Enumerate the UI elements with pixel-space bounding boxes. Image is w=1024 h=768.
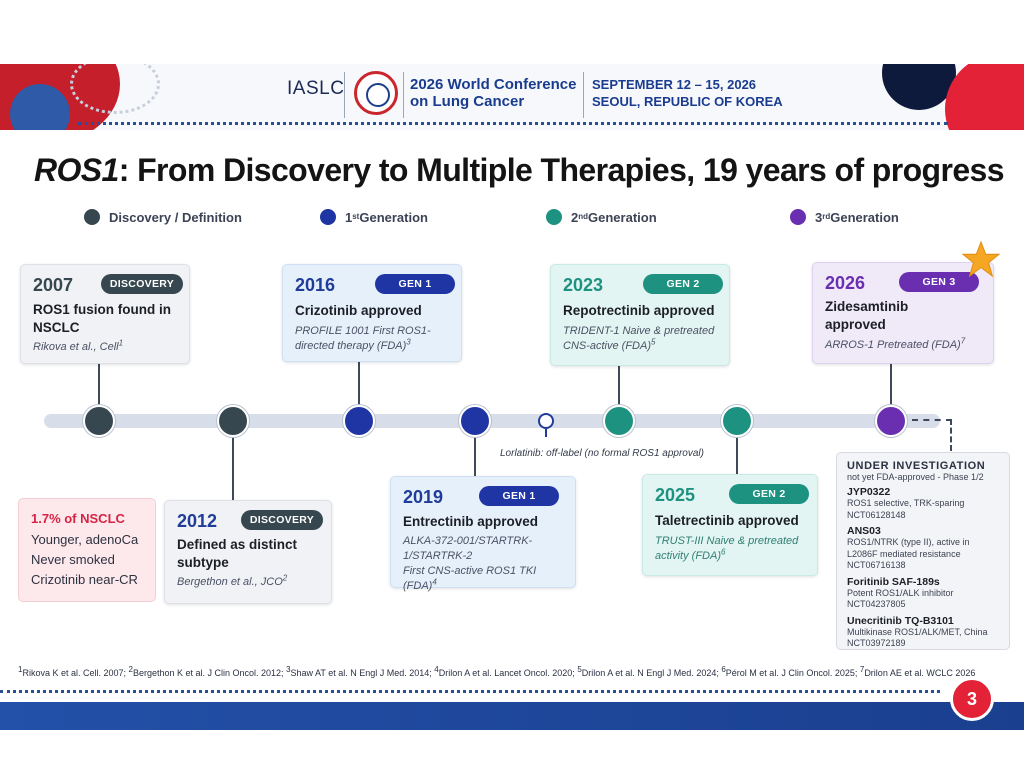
timeline-node-lorlatinib	[538, 413, 554, 429]
timeline-node-2026	[875, 405, 907, 437]
milestone-badge: GEN 2	[643, 274, 723, 294]
conference-seal-icon	[354, 71, 398, 115]
timeline-track	[44, 414, 940, 428]
page-number-badge: 3	[950, 677, 994, 721]
milestone-card-2007: 2007 DISCOVERY ROS1 fusion found in NSCL…	[20, 264, 190, 364]
milestone-card-2023: 2023 GEN 2 Repotrectinib approved TRIDEN…	[550, 264, 730, 366]
legend-dot-icon	[790, 209, 806, 225]
connector-2026	[890, 364, 892, 416]
decor-blue-shape	[10, 84, 70, 130]
stat-line: Never smoked	[31, 552, 115, 567]
conference-date: SEPTEMBER 12 – 15, 2026 SEOUL, REPUBLIC …	[592, 77, 783, 109]
timeline-node-2016	[343, 405, 375, 437]
conference-header: IASLC 2026 World Conference on Lung Canc…	[0, 64, 1024, 130]
header-separator	[344, 72, 345, 118]
timeline-node-2023	[603, 405, 635, 437]
milestone-year: 2026	[825, 273, 866, 293]
milestone-year: 2007	[33, 275, 74, 295]
milestone-card-2016: 2016 GEN 1 Crizotinib approved PROFILE 1…	[282, 264, 462, 362]
connector-2012	[232, 428, 234, 500]
timeline-node-2007	[83, 405, 115, 437]
drug-name: ANS03	[847, 525, 881, 537]
iaslc-logo: IASLC	[287, 78, 345, 99]
milestone-headline: Entrectinib approved	[403, 514, 539, 529]
milestone-badge: GEN 1	[375, 274, 455, 294]
milestone-detail: ALKA-372-001/STARTRK-1/STARTRK-2 First C…	[403, 535, 537, 592]
drug-description: ROS1 selective, TRK-sparing NCT06128148	[847, 498, 965, 520]
connector-2019	[474, 428, 476, 476]
milestone-detail: ARROS-1 Pretreated (FDA)7	[825, 336, 966, 351]
conference-name: 2026 World Conference on Lung Cancer	[410, 76, 577, 110]
ros1-stat-card: 1.7% of NSCLC Younger, adenoCa Never smo…	[18, 498, 156, 602]
connector-2025	[736, 428, 738, 474]
timeline-node-2025	[721, 405, 753, 437]
milestone-badge: GEN 1	[479, 486, 559, 506]
decor-red-circle	[945, 64, 1024, 130]
milestone-card-2025: 2025 GEN 2 Taletrectinib approved TRUST-…	[642, 474, 818, 576]
investigation-dashed-link	[912, 419, 952, 421]
milestone-card-2012: 2012 DISCOVERY Defined as distinct subty…	[164, 500, 332, 604]
milestone-detail: TRUST-III Naive & pretreated activity (F…	[655, 535, 799, 562]
legend-dot-icon	[320, 209, 336, 225]
milestone-headline: Taletrectinib approved	[655, 513, 799, 528]
drug-name: Foritinib SAF-189s	[847, 575, 940, 588]
milestone-detail: TRIDENT-1 Naive & pretreated CNS-active …	[563, 325, 715, 352]
legend-discovery: Discovery / Definition	[84, 208, 242, 226]
references-footnote: 1Rikova K et al. Cell. 2007; 2Bergethon …	[18, 665, 976, 679]
drug-description: Potent ROS1/ALK inhibitor NCT04237805	[847, 587, 954, 610]
legend-dot-icon	[84, 209, 100, 225]
drug-name: JYP0322	[847, 486, 891, 498]
milestone-headline: ROS1 fusion found in NSCLC	[33, 302, 171, 335]
footer-band	[0, 702, 1024, 730]
investigation-dashed-link	[950, 419, 952, 451]
header-separator	[583, 72, 584, 118]
milestone-headline: Crizotinib approved	[295, 303, 422, 318]
milestone-headline: Defined as distinct subtype	[177, 537, 298, 570]
milestone-card-2026: 2026 GEN 3 Zidesamtinib approved ARROS-1…	[812, 262, 994, 364]
under-investigation-panel: UNDER INVESTIGATION not yet FDA-approved…	[836, 452, 1010, 650]
milestone-year: 2012	[177, 511, 218, 531]
header-dotted-divider	[78, 122, 948, 125]
stat-title: 1.7% of NSCLC	[31, 511, 125, 526]
lorlatinib-tick	[545, 429, 547, 437]
connector-2016	[358, 362, 360, 416]
milestone-detail: PROFILE 1001 First ROS1-directed therapy…	[295, 325, 431, 352]
slide-title: ROS1: From Discovery to Multiple Therapi…	[34, 152, 1005, 188]
drug-description: ROS1/NTRK (type II), active in L2086F me…	[847, 537, 970, 570]
stat-line: Crizotinib near-CR	[31, 572, 138, 587]
timeline-node-2012	[217, 405, 249, 437]
milestone-year: 2016	[295, 275, 336, 295]
drug-description: Multikinase ROS1/ALK/MET, China NCT03972…	[847, 626, 988, 649]
milestone-badge: DISCOVERY	[241, 510, 323, 530]
milestone-detail: Rikova et al., Cell1	[33, 338, 124, 353]
milestone-year: 2025	[655, 485, 696, 505]
star-icon	[962, 240, 1000, 278]
lorlatinib-note: Lorlatinib: off-label (no formal ROS1 ap…	[500, 448, 704, 459]
milestone-headline: Zidesamtinib approved	[825, 299, 909, 332]
milestone-year: 2023	[563, 275, 604, 295]
header-separator	[403, 72, 404, 118]
connector-2023	[618, 366, 620, 416]
footer-dotted-divider	[0, 690, 940, 693]
milestone-badge: DISCOVERY	[101, 274, 183, 294]
drug-name: Unecritinib TQ-B3101	[847, 614, 954, 627]
milestone-detail: Bergethon et al., JCO2	[177, 573, 288, 588]
investigation-title: UNDER INVESTIGATION	[847, 460, 986, 472]
legend-dot-icon	[546, 209, 562, 225]
decor-dotted-ring	[70, 64, 160, 114]
milestone-year: 2019	[403, 487, 444, 507]
milestone-card-2019: 2019 GEN 1 Entrectinib approved ALKA-372…	[390, 476, 576, 592]
stat-line: Younger, adenoCa	[31, 532, 139, 547]
milestone-headline: Repotrectinib approved	[563, 303, 715, 318]
timeline-node-2019	[459, 405, 491, 437]
connector-2007	[98, 364, 100, 416]
investigation-subtitle: not yet FDA-approved - Phase 1/2	[847, 472, 984, 482]
milestone-badge: GEN 2	[729, 484, 809, 504]
milestone-badge: GEN 3	[899, 272, 979, 292]
